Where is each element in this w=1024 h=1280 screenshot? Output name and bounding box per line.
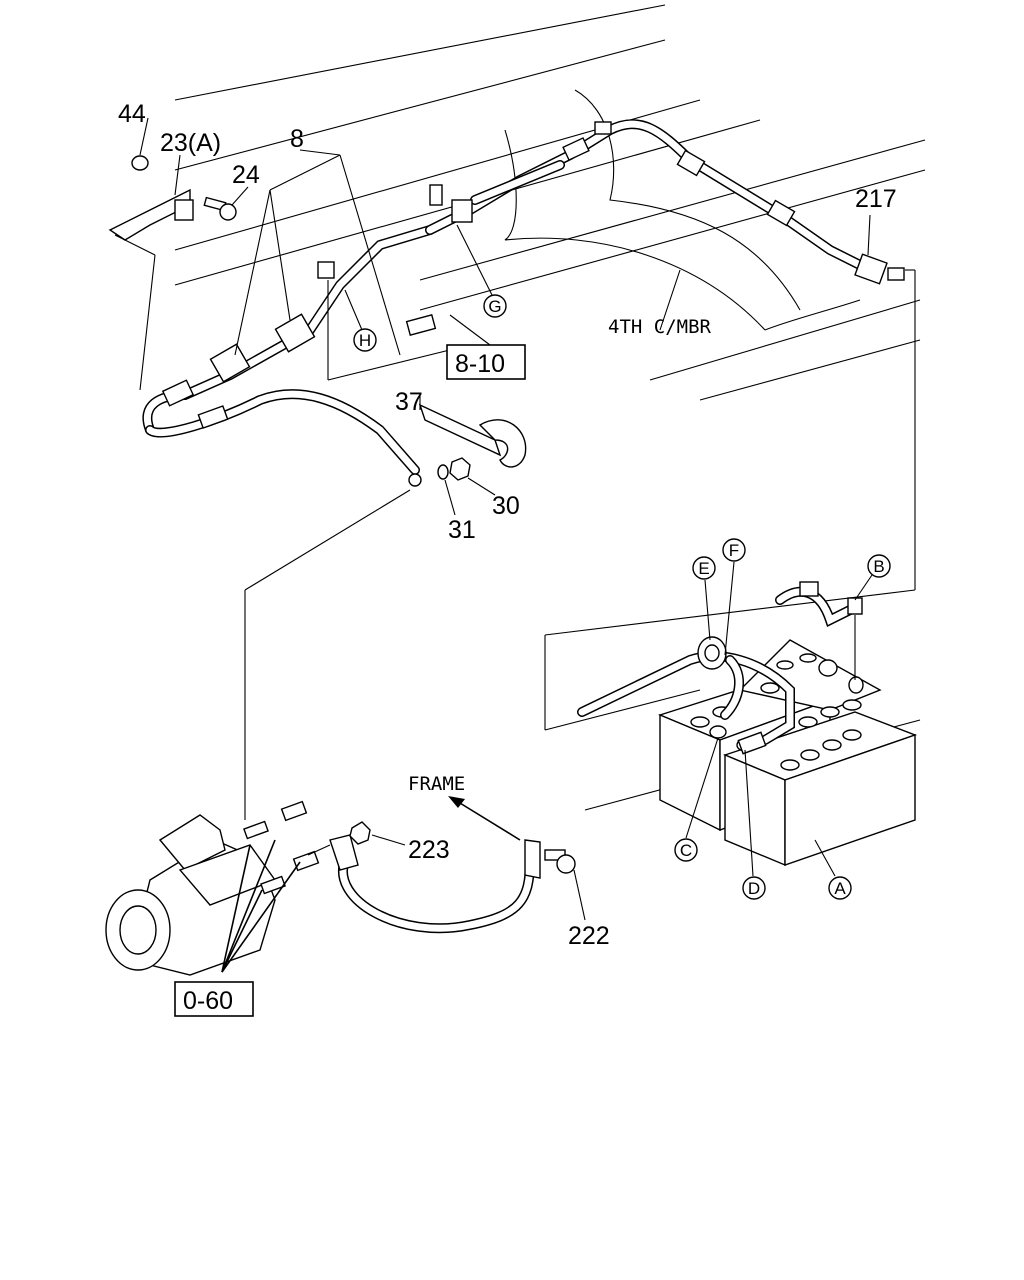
nut-washer [437,457,471,481]
svg-text:E: E [698,559,709,578]
svg-text:A: A [834,879,846,898]
callout-31: 31 [448,516,476,544]
svg-text:B: B [873,557,884,576]
svg-text:F: F [729,541,739,560]
circle-ref-e: E [692,556,716,580]
starter-motor [105,800,320,976]
callout-23a: 23(A) [160,129,221,157]
ground-cable [307,821,586,934]
frame-arrow [448,796,521,841]
crossmember [504,89,861,331]
circle-ref-d: D [742,876,766,900]
callout-30: 30 [492,492,520,520]
harness-clips [161,121,905,487]
circle-ref-a: A [828,876,852,900]
callout-222: 222 [568,922,610,950]
frame-label: FRAME [408,773,465,795]
callout-44: 44 [118,100,146,128]
svg-text:D: D [748,879,760,898]
ref-box-0-60: 0-60 [174,981,254,1017]
bracket-assembly [108,155,237,241]
svg-text:H: H [359,331,371,350]
callout-24: 24 [232,161,260,189]
callout-8: 8 [290,125,304,153]
ref-box-8-10: 8-10 [446,344,526,380]
circle-ref-f: F [722,538,746,562]
circle-ref-g: G [483,294,507,318]
clip-37 [405,314,527,468]
callout-37: 37 [395,388,423,416]
svg-text:C: C [680,841,692,860]
circle-ref-c: C [674,838,698,862]
svg-text:G: G [488,297,501,316]
circle-ref-b: B [867,554,891,578]
crossmember-label: 4TH C/MBR [608,316,712,338]
battery-leaders [685,561,873,877]
callout-217: 217 [855,185,897,213]
circle-ref-h: H [353,328,377,352]
svg-text:8-10: 8-10 [455,350,505,378]
callout-223: 223 [408,836,450,864]
svg-text:0-60: 0-60 [183,987,233,1015]
